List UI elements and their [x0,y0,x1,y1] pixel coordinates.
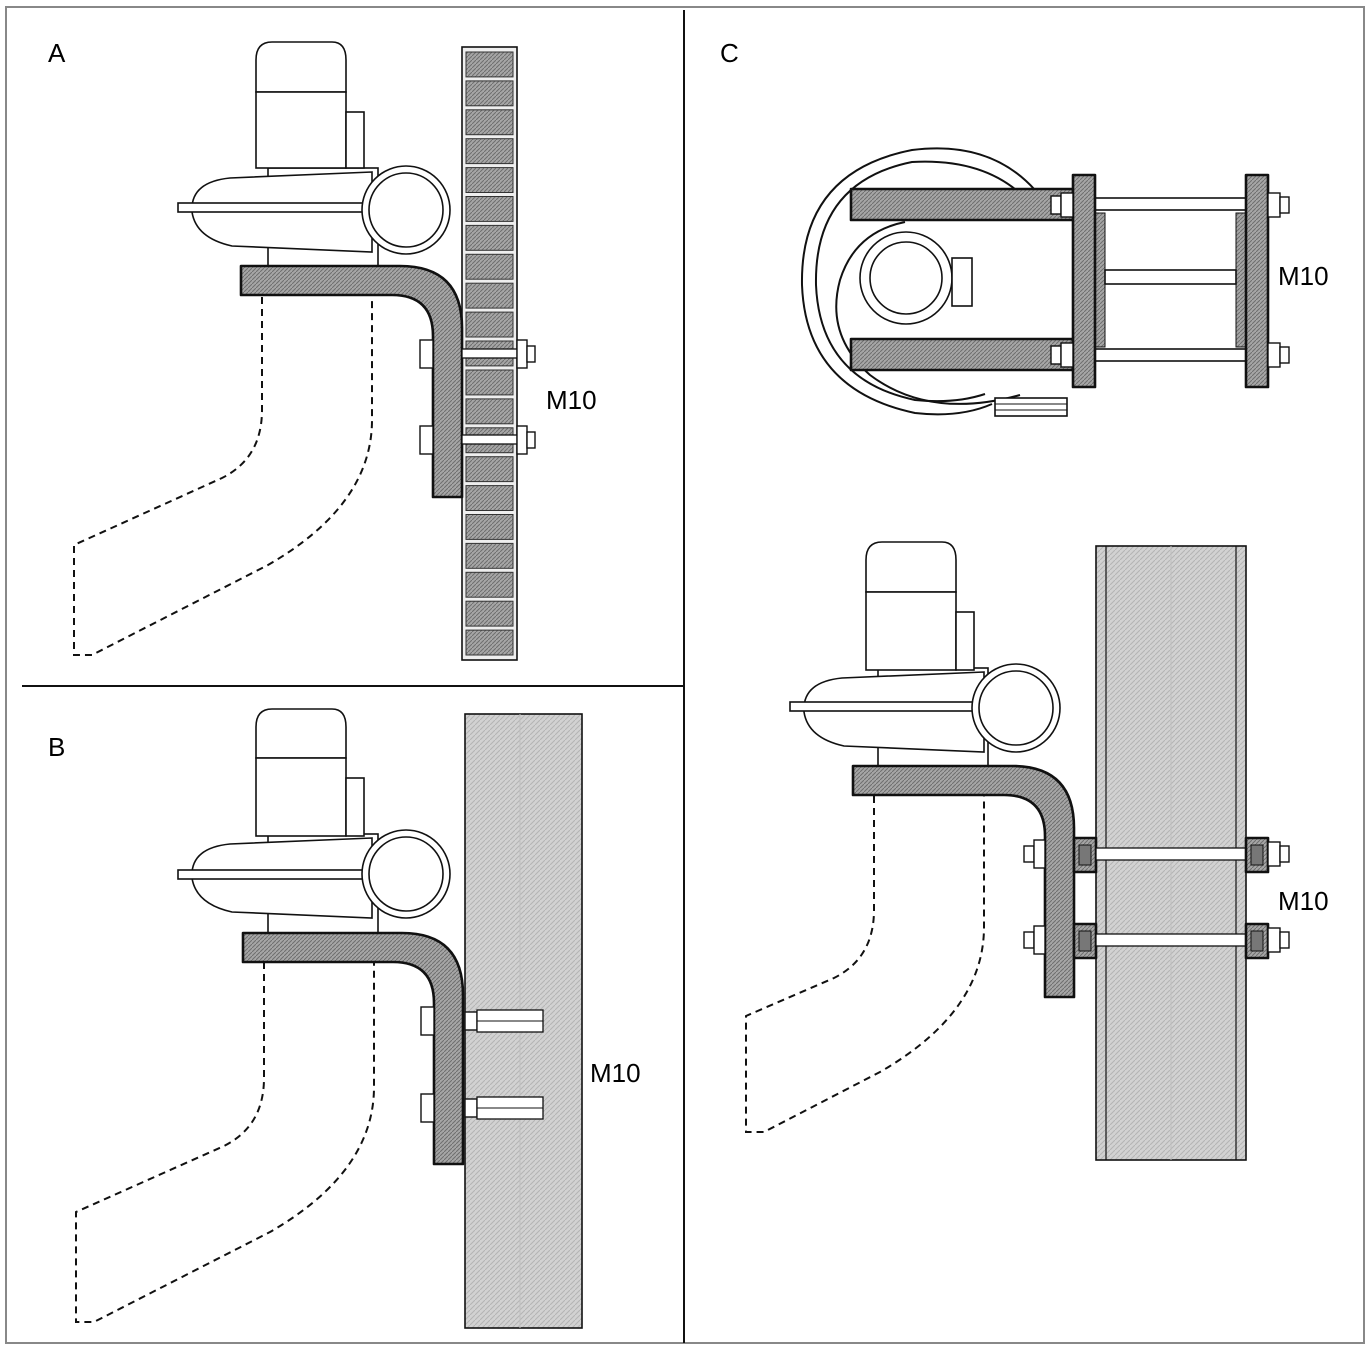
brick [465,398,514,425]
brick [465,224,514,251]
brick [465,138,514,165]
mounting-bracket-b [241,931,465,1166]
bolt-size-label-b: M10 [590,1058,641,1088]
panel-a-label: A [48,38,66,68]
brick [465,485,514,512]
brick [465,311,514,338]
brick [465,167,514,194]
anchor-bolt-b-upper [420,1006,544,1036]
top-arm-upper [849,187,1075,222]
anchor-bolt-b-lower [420,1093,544,1123]
hose-outline-c [745,796,985,1133]
hose-outline-b [75,962,375,1323]
mounting-bracket-a [239,264,464,499]
brick [465,109,514,136]
brick [465,571,514,598]
brick [465,600,514,627]
brick-wall-a [461,46,518,661]
brick [465,51,514,78]
panel-b: B [48,708,641,1329]
beam-clamp-top-view [1050,173,1290,389]
brick [465,629,514,656]
brick [465,456,514,483]
panel-b-label: B [48,732,65,762]
brick [465,196,514,222]
hose-outline-a [73,297,373,656]
brick [465,369,514,396]
fan-unit-a [177,41,451,271]
fan-unit-c [789,541,1061,769]
bolt-a-lower [419,425,536,455]
fan-top-view [800,147,1075,417]
brick [465,542,514,569]
clamp-bolt-c-lower [1023,922,1290,960]
fan-unit-b [177,708,451,937]
brick [465,253,514,280]
mounting-bracket-c [851,764,1076,999]
bolt-size-label-c-side: M10 [1278,886,1329,916]
brick [465,80,514,107]
clamp-bolt-c-upper [1023,836,1290,874]
bolt-a-upper [419,339,536,369]
panel-c: C [720,38,1329,1161]
panel-frame [5,6,1365,1344]
brick [465,282,514,309]
panel-c-label: C [720,38,739,68]
bolt-size-label-c-top: M10 [1278,261,1329,291]
bolt-size-label-a: M10 [546,385,597,415]
brick [465,514,514,540]
top-arm-lower [849,337,1075,372]
panel-a: A [48,38,597,661]
